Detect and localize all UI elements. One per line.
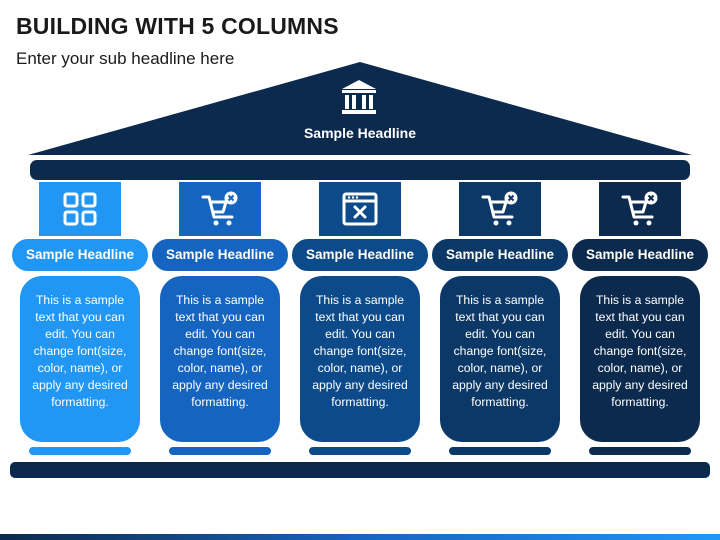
bank-building-icon xyxy=(342,80,376,114)
column-4-text: This is a sample text that you can edit.… xyxy=(440,276,560,442)
column-5-headline: Sample Headline xyxy=(570,237,710,273)
column-4-base xyxy=(449,447,551,455)
cart-remove-icon xyxy=(201,191,238,226)
column-5: Sample Headline This is a sample text th… xyxy=(570,182,710,457)
roof-headline: Sample Headline xyxy=(303,125,417,141)
column-1-icon-box xyxy=(39,182,121,236)
column-4: Sample Headline This is a sample text th… xyxy=(430,182,570,457)
column-1-base xyxy=(29,447,131,455)
column-3-base xyxy=(309,447,411,455)
bottom-accent-bar xyxy=(0,534,720,540)
slide-title: BUILDING WITH 5 COLUMNS xyxy=(16,13,339,39)
cart-remove-icon xyxy=(621,191,658,226)
column-1: Sample Headline This is a sample text th… xyxy=(10,182,150,457)
column-2-icon-box xyxy=(179,182,261,236)
column-1-headline: Sample Headline xyxy=(10,237,150,273)
grid-apps-icon xyxy=(63,192,97,226)
column-3-headline: Sample Headline xyxy=(290,237,430,273)
column-3: Sample Headline This is a sample text th… xyxy=(290,182,430,457)
column-1-text: This is a sample text that you can edit.… xyxy=(20,276,140,442)
column-5-icon-box xyxy=(599,182,681,236)
roof-beam xyxy=(30,160,690,180)
column-4-icon-box xyxy=(459,182,541,236)
column-3-icon-box xyxy=(319,182,401,236)
cart-remove-icon xyxy=(481,191,518,226)
roof xyxy=(28,62,692,155)
column-4-headline: Sample Headline xyxy=(430,237,570,273)
column-2-text: This is a sample text that you can edit.… xyxy=(160,276,280,442)
building-floor xyxy=(10,462,710,478)
column-2-base xyxy=(169,447,271,455)
column-3-text: This is a sample text that you can edit.… xyxy=(300,276,420,442)
window-close-icon xyxy=(342,192,378,226)
column-2: Sample Headline This is a sample text th… xyxy=(150,182,290,457)
slide-subtitle: Enter your sub headline here xyxy=(16,49,235,68)
column-2-headline: Sample Headline xyxy=(150,237,290,273)
column-5-text: This is a sample text that you can edit.… xyxy=(580,276,700,442)
column-5-base xyxy=(589,447,691,455)
